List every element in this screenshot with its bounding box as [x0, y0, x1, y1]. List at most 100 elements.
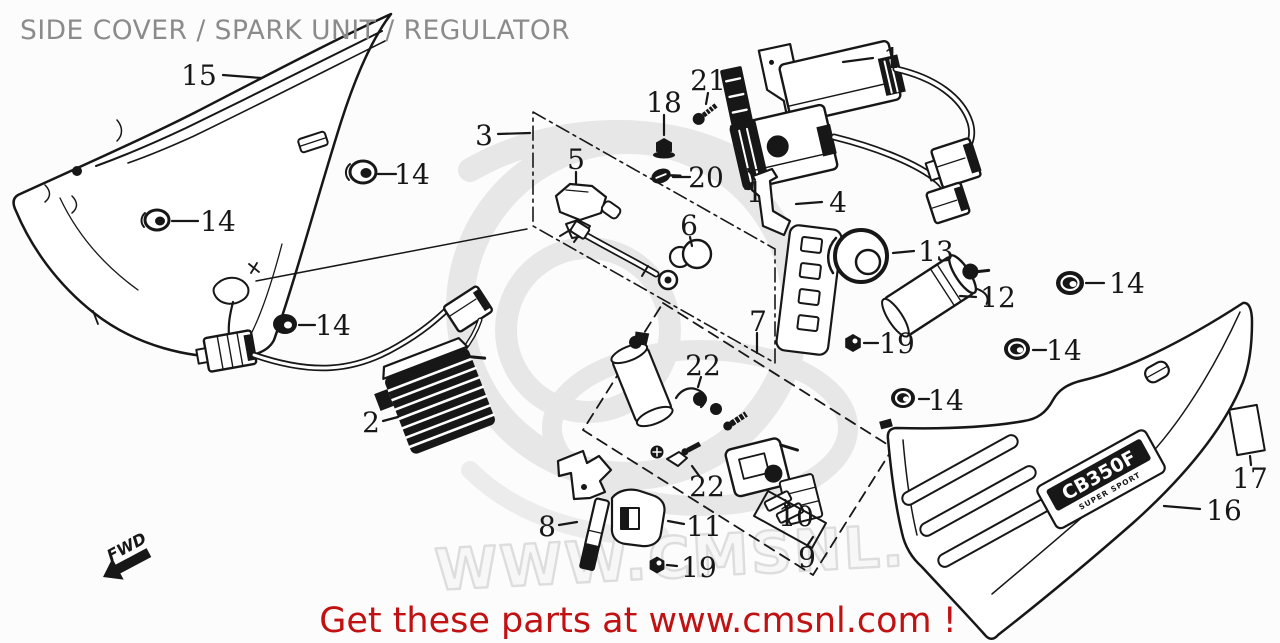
part-label-12: 12 — [958, 281, 1016, 314]
part-label-2: 2 — [362, 406, 400, 439]
svg-text:15: 15 — [181, 59, 217, 92]
part-label-3: 3 — [475, 119, 532, 152]
svg-text:19: 19 — [681, 551, 717, 584]
side-cover-left — [12, 12, 528, 359]
stay-8 — [556, 449, 613, 571]
part-label-17: 17 — [1232, 454, 1268, 495]
condenser-12 — [881, 254, 991, 338]
part-label-14: 14 — [297, 309, 351, 342]
grommet-13 — [826, 228, 889, 284]
fuse-switch-group — [610, 331, 827, 549]
svg-text:14: 14 — [200, 205, 236, 238]
svg-text:1: 1 — [883, 42, 901, 75]
fwd-arrow: FWD — [103, 529, 152, 580]
part-label-9: 9 — [798, 535, 816, 574]
svg-text:2: 2 — [362, 406, 380, 439]
plug-cap-5 — [554, 182, 608, 222]
grommet-14-a — [344, 159, 378, 185]
svg-text:3: 3 — [475, 119, 493, 152]
part-label-19: 19 — [862, 327, 915, 360]
spark-unit-group — [720, 39, 982, 225]
plate-9 — [753, 490, 827, 549]
svg-text:12: 12 — [980, 281, 1016, 314]
svg-text:10: 10 — [778, 500, 814, 533]
svg-text:14: 14 — [1046, 334, 1082, 367]
harness-connector-upper — [924, 137, 982, 189]
regulator-unit — [374, 337, 495, 454]
part-label-20: 20 — [671, 161, 724, 194]
svg-text:13: 13 — [918, 235, 954, 268]
regulator-harness — [195, 285, 495, 454]
part-label-7: 7 — [749, 305, 767, 355]
fuse-parts-22a — [674, 387, 748, 431]
svg-text:8: 8 — [538, 510, 556, 543]
part-label-5: 5 — [567, 143, 585, 186]
svg-text:14: 14 — [394, 158, 430, 191]
svg-text:22: 22 — [689, 470, 725, 503]
part-label-13: 13 — [891, 235, 954, 268]
svg-text:20: 20 — [688, 161, 724, 194]
pad-10-b — [775, 502, 805, 524]
svg-text:1: 1 — [746, 176, 764, 209]
pad-10-a — [763, 490, 793, 512]
group-box-7 — [582, 302, 894, 576]
svg-text:4: 4 — [829, 186, 847, 219]
part-label-15: 15 — [181, 59, 263, 92]
grommet-14-e — [1004, 338, 1030, 360]
svg-text:7: 7 — [749, 305, 767, 338]
part-label-6: 6 — [680, 209, 698, 248]
part-label-19: 19 — [665, 551, 717, 584]
bracket-4 — [750, 167, 843, 356]
page-title: SIDE COVER / SPARK UNIT / REGULATOR — [20, 15, 570, 46]
svg-text:16: 16 — [1206, 494, 1242, 527]
part-label-18: 18 — [646, 86, 682, 137]
rubber-cushion-11 — [610, 488, 666, 548]
part-label-8: 8 — [538, 510, 579, 543]
svg-text:14: 14 — [315, 309, 351, 342]
part-label-22: 22 — [689, 464, 725, 503]
nut-19-bottom — [649, 556, 665, 574]
badge-17 — [1228, 403, 1266, 457]
rubber-boot-6 — [668, 238, 713, 270]
grommet-14-d — [1056, 271, 1084, 295]
side-cover-right: CB350F SUPER SPORT — [879, 301, 1254, 640]
connector-regulator — [443, 285, 493, 333]
svg-text:11: 11 — [686, 510, 722, 543]
part-label-4: 4 — [794, 186, 847, 219]
svg-text:14: 14 — [928, 384, 964, 417]
part-label-14: 14 — [170, 205, 236, 238]
grommet-14-b — [140, 208, 171, 232]
svg-text:6: 6 — [680, 209, 698, 242]
part-label-1: 1 — [746, 167, 764, 209]
svg-text:18: 18 — [646, 86, 682, 119]
fuse-parts-22b — [650, 441, 702, 467]
grommet-14-f — [891, 388, 915, 408]
cover-latch — [297, 130, 329, 154]
cover-peg — [72, 166, 82, 176]
spark-plug-wire-group — [554, 182, 713, 291]
svg-text:5: 5 — [567, 143, 585, 176]
part-label-21: 21 — [690, 64, 726, 106]
svg-text:21: 21 — [690, 64, 726, 97]
switch-assembly — [724, 437, 799, 498]
part-label-14: 14 — [917, 384, 964, 417]
svg-text:9: 9 — [798, 541, 816, 574]
svg-text:19: 19 — [879, 327, 915, 360]
screw-21 — [692, 103, 718, 125]
part-label-14: 14 — [376, 158, 430, 191]
nut-19-right — [845, 334, 861, 352]
harness-connector-lower — [925, 181, 971, 225]
footer-link-text[interactable]: Get these parts at www.cmsnl.com ! — [319, 601, 957, 641]
grommet-14-c — [273, 314, 297, 334]
svg-text:14: 14 — [1109, 267, 1145, 300]
fuse-canister — [610, 331, 674, 428]
part-label-22: 22 — [685, 349, 721, 389]
svg-text:17: 17 — [1232, 462, 1268, 495]
part-label-14: 14 — [1031, 334, 1082, 367]
group-box-3 — [532, 111, 776, 364]
part-label-16: 16 — [1162, 494, 1242, 527]
part-label-10: 10 — [778, 498, 814, 533]
